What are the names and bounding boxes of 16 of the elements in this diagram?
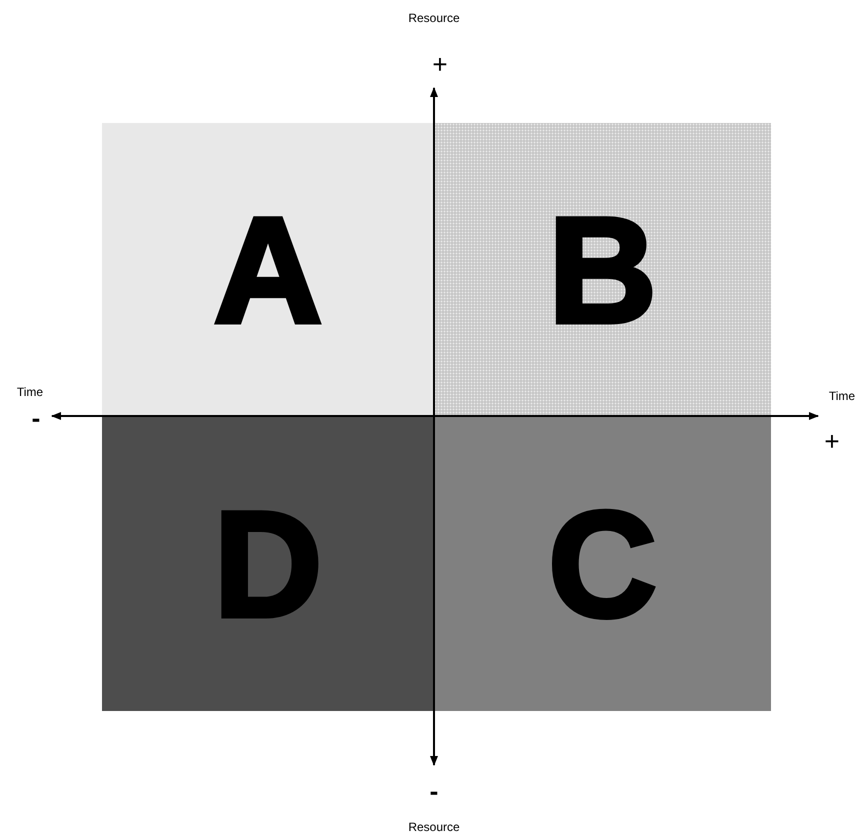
quadrant-letter: A — [214, 194, 322, 344]
axis-label: Resource — [408, 821, 460, 833]
quadrant — [434, 123, 771, 416]
axis-label: Time — [828, 390, 856, 402]
quadrant — [434, 416, 771, 711]
quadrant — [102, 416, 434, 711]
quadrant-letter: C — [548, 488, 657, 638]
axis-sign: - — [430, 778, 438, 804]
axis-sign: + — [824, 428, 840, 454]
quadrant-letter: B — [548, 194, 657, 344]
quadrant — [102, 123, 434, 416]
axis-sign: - — [32, 405, 40, 431]
quadrant-letter: D — [214, 488, 322, 638]
axis-label: Resource — [408, 12, 460, 24]
axis-sign: + — [432, 51, 448, 77]
axis-label: Time — [16, 386, 44, 398]
